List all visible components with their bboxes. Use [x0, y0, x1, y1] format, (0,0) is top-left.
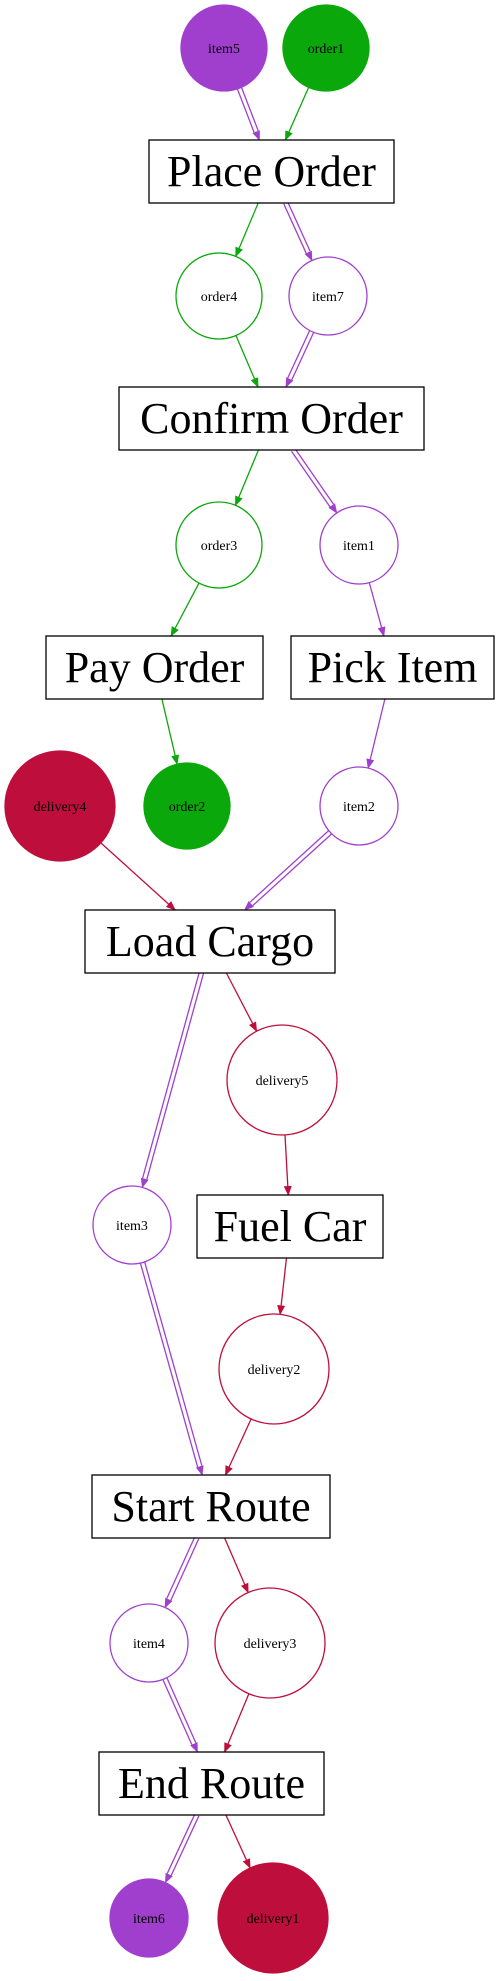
place-label: delivery4	[34, 800, 87, 815]
arc-item2-to-load-cargo	[243, 830, 333, 911]
place-item5: item5	[180, 4, 268, 92]
place-order1: order1	[282, 4, 370, 92]
arc-load-cargo-to-delivery5	[225, 972, 258, 1033]
arc-order4-to-confirm-order	[235, 335, 259, 388]
place-label: order4	[201, 290, 238, 305]
place-label: order3	[201, 539, 238, 554]
place-item3: item3	[92, 1185, 172, 1265]
place-label: item3	[116, 1219, 148, 1234]
place-item1: item1	[319, 505, 399, 585]
place-label: item4	[133, 1637, 165, 1652]
place-label: delivery1	[247, 1912, 300, 1927]
arc-confirm-order-to-item1	[290, 448, 338, 514]
arc-item3-to-start-route	[139, 1261, 204, 1476]
place-label: delivery3	[244, 1637, 297, 1652]
activity-pick-item: Pick Item	[290, 635, 495, 700]
arc-fuel-car-to-delivery2	[277, 1257, 288, 1316]
arc-item1-to-pick-item	[368, 582, 386, 637]
arc-load-cargo-to-item3	[140, 972, 205, 1189]
arc-order3-to-pay-order	[170, 582, 200, 637]
place-item7: item7	[288, 256, 368, 336]
activities-layer: Place Order Confirm Order Pay Order Pick…	[45, 139, 495, 1816]
arc-start-route-to-delivery3	[224, 1537, 249, 1594]
arc-pay-order-to-order2	[161, 698, 180, 766]
places-layer: item5 order1 order4 item7 order3 item1 d…	[4, 4, 399, 1974]
arc-delivery4-to-load-cargo	[100, 842, 176, 911]
arc-start-route-to-item4	[164, 1536, 200, 1609]
arc-order1-to-place-order	[284, 87, 310, 141]
place-label: order2	[169, 800, 206, 815]
arc-confirm-order-to-order3	[234, 449, 260, 507]
place-delivery1: delivery1	[217, 1862, 329, 1974]
activity-confirm-order: Confirm Order	[118, 386, 425, 451]
activity-label: Pay Order	[65, 643, 245, 692]
place-label: item6	[133, 1912, 165, 1927]
activity-label: Load Cargo	[106, 917, 314, 966]
place-order2: order2	[143, 762, 231, 850]
place-delivery5: delivery5	[226, 1024, 338, 1136]
place-order3: order3	[175, 501, 263, 589]
activity-label: End Route	[118, 1759, 305, 1808]
activity-place-order: Place Order	[148, 139, 395, 204]
place-label: item5	[208, 42, 240, 57]
place-order4: order4	[175, 252, 263, 340]
activity-pay-order: Pay Order	[45, 635, 264, 700]
place-item4: item4	[109, 1603, 189, 1683]
activity-label: Pick Item	[308, 643, 478, 692]
place-label: item2	[343, 800, 375, 815]
arc-delivery3-to-end-route	[224, 1693, 250, 1753]
place-label: delivery2	[248, 1363, 301, 1378]
activity-end-route: End Route	[98, 1751, 325, 1816]
place-item2: item2	[319, 766, 399, 846]
activity-load-cargo: Load Cargo	[84, 909, 336, 974]
arc-pick-item-to-item2	[366, 698, 386, 770]
arc-place-order-to-item7	[283, 201, 313, 262]
arc-item4-to-end-route	[162, 1677, 198, 1753]
place-label: item7	[312, 290, 344, 305]
place-delivery3: delivery3	[214, 1587, 326, 1699]
arc-delivery2-to-start-route	[224, 1418, 252, 1476]
arc-end-route-to-delivery1	[225, 1814, 251, 1869]
arc-item5-to-place-order	[236, 87, 260, 141]
activity-label: Start Route	[111, 1482, 310, 1531]
place-label: item1	[343, 539, 375, 554]
place-label: delivery5	[256, 1074, 309, 1089]
activity-start-route: Start Route	[91, 1474, 331, 1539]
activity-label: Fuel Car	[214, 1202, 367, 1251]
arc-place-order-to-order4	[235, 202, 259, 258]
place-delivery2: delivery2	[218, 1313, 330, 1425]
place-label: order1	[308, 42, 345, 57]
activity-label: Confirm Order	[140, 394, 403, 443]
arc-item7-to-confirm-order	[285, 330, 315, 388]
activity-label: Place Order	[167, 147, 376, 196]
place-delivery4: delivery4	[4, 750, 116, 862]
arc-delivery5-to-fuel-car	[283, 1134, 292, 1196]
activity-fuel-car: Fuel Car	[196, 1194, 384, 1259]
place-item6: item6	[109, 1878, 189, 1958]
arc-end-route-to-item6	[165, 1813, 200, 1884]
arcs-layer	[100, 87, 386, 1884]
